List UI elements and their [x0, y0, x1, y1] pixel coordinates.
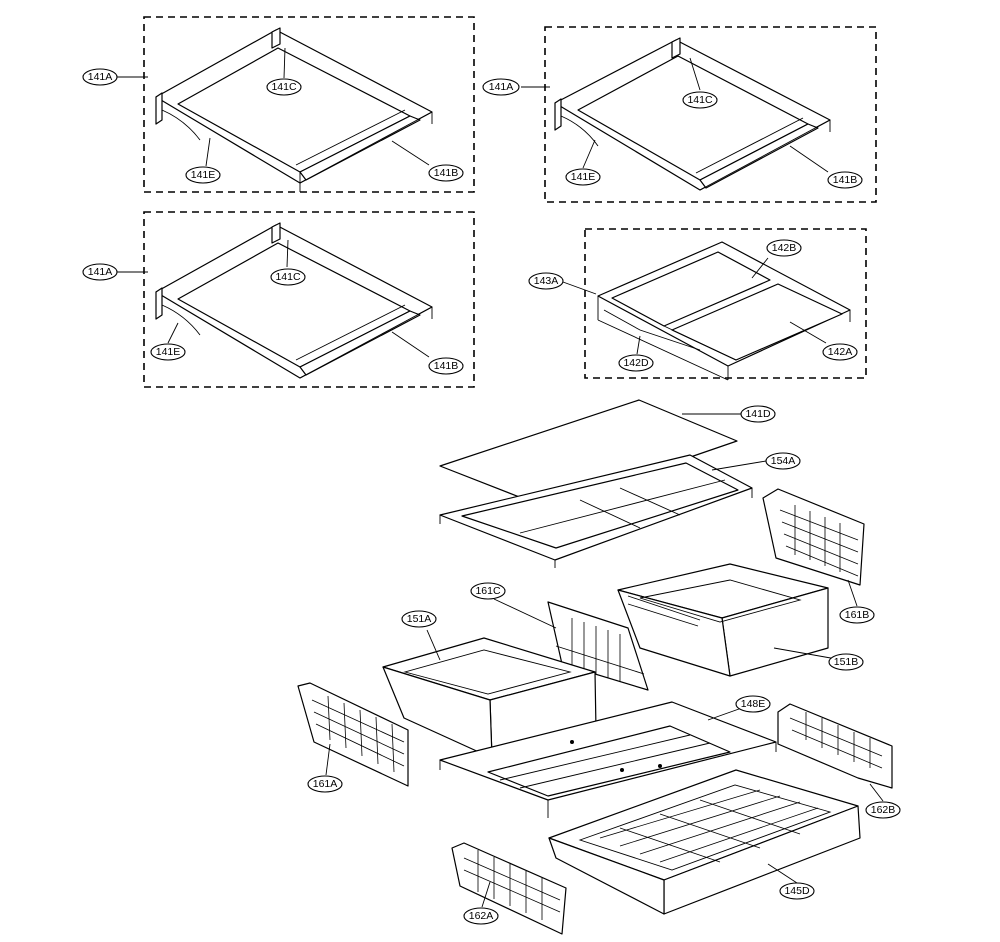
svg-text:161C: 161C — [475, 585, 501, 597]
svg-text:141E: 141E — [191, 169, 216, 181]
callout-161B: 161B — [839, 606, 875, 624]
svg-text:141A: 141A — [489, 81, 514, 93]
svg-text:142A: 142A — [828, 346, 853, 358]
callout-161A: 161A — [307, 775, 343, 793]
callout-145D: 145D — [779, 882, 815, 900]
lower-right-rail-drawing — [777, 703, 893, 789]
shelf-drawing-2 — [554, 37, 831, 191]
callout-141E-box3: 141E — [150, 343, 186, 361]
svg-text:141C: 141C — [275, 271, 301, 283]
drawer-base-drawing — [439, 701, 777, 818]
callout-142A: 142A — [822, 343, 858, 361]
svg-text:162A: 162A — [469, 910, 494, 922]
svg-text:161A: 161A — [313, 778, 338, 790]
callout-142B: 142B — [766, 239, 802, 257]
split-shelf-drawing — [597, 241, 851, 381]
svg-text:145D: 145D — [784, 885, 810, 897]
right-rail-drawing — [762, 488, 865, 586]
callout-141D: 141D — [740, 405, 776, 423]
callout-162B: 162B — [865, 801, 901, 819]
svg-text:141A: 141A — [88, 71, 113, 83]
callout-141A-box3: 141A — [82, 263, 118, 281]
bottom-drawer-drawing — [548, 769, 861, 915]
shelf-drawing-1 — [155, 27, 433, 192]
svg-text:141A: 141A — [88, 266, 113, 278]
callout-162A: 162A — [463, 907, 499, 925]
svg-text:151A: 151A — [407, 613, 432, 625]
callout-151A: 151A — [401, 610, 437, 628]
callout-141B-box2: 141B — [827, 171, 863, 189]
svg-text:143A: 143A — [534, 275, 559, 287]
svg-text:141E: 141E — [156, 346, 181, 358]
svg-text:142D: 142D — [623, 357, 649, 369]
right-drawer-drawing — [617, 563, 829, 677]
callout-142D: 142D — [618, 354, 654, 372]
svg-text:141C: 141C — [687, 94, 713, 106]
svg-text:148E: 148E — [741, 698, 766, 710]
glass-plate-drawing — [439, 399, 738, 508]
lower-left-rail-drawing — [451, 842, 567, 935]
shelf-assembly-box-4 — [584, 228, 867, 379]
shelf-assembly-box-2 — [544, 26, 877, 203]
svg-text:141E: 141E — [571, 171, 596, 183]
svg-text:141B: 141B — [434, 360, 459, 372]
callout-141E-box2: 141E — [565, 168, 601, 186]
callout-141B-box1: 141B — [428, 164, 464, 182]
svg-text:141C: 141C — [271, 81, 297, 93]
svg-text:141D: 141D — [745, 408, 771, 420]
callout-143A: 143A — [528, 272, 564, 290]
svg-text:141B: 141B — [434, 167, 459, 179]
shelf-drawing-3 — [155, 222, 433, 379]
callout-154A: 154A — [765, 452, 801, 470]
cover-frame-drawing — [439, 454, 753, 568]
callout-161C: 161C — [470, 582, 506, 600]
callout-141E-box1: 141E — [185, 166, 221, 184]
svg-text:141B: 141B — [833, 174, 858, 186]
callout-151B: 151B — [828, 653, 864, 671]
callout-141B-box3: 141B — [428, 357, 464, 375]
svg-text:154A: 154A — [771, 455, 796, 467]
leader-lines — [117, 47, 884, 908]
callout-141A-box1: 141A — [82, 68, 118, 86]
left-rail-drawing — [297, 682, 409, 787]
callout-141A-between: 141A — [482, 78, 520, 96]
callout-148E: 148E — [735, 695, 771, 713]
center-divider-drawing — [547, 601, 649, 691]
svg-text:151B: 151B — [834, 656, 859, 668]
svg-text:142B: 142B — [772, 242, 797, 254]
svg-text:162B: 162B — [871, 804, 896, 816]
callout-141C-box3: 141C — [270, 268, 306, 286]
svg-text:161B: 161B — [845, 609, 870, 621]
callout-141C-box2: 141C — [682, 91, 718, 109]
callout-141C-box1: 141C — [266, 78, 302, 96]
